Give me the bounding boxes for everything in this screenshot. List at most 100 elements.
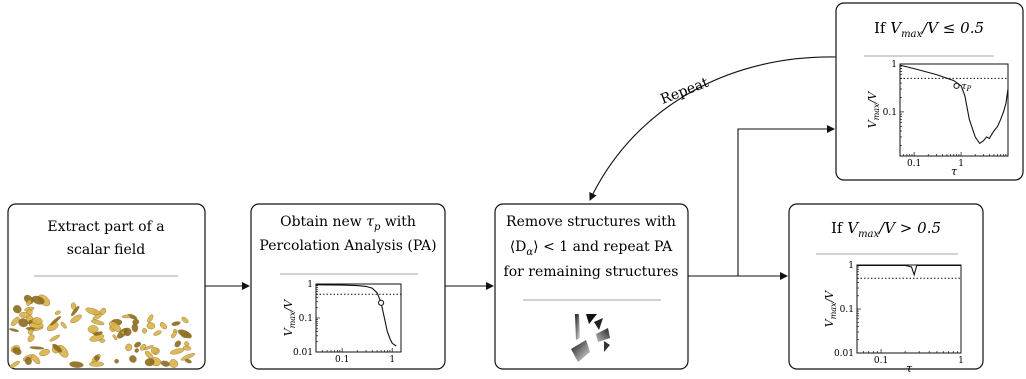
isosurface-blob bbox=[146, 322, 156, 330]
y-axis-label-sub: max bbox=[872, 103, 881, 120]
y-axis-label: Vmax/V bbox=[823, 290, 838, 328]
y-tick-label: 1 bbox=[848, 261, 854, 271]
isosurface-blob bbox=[30, 354, 41, 365]
isosurface-blob bbox=[70, 314, 82, 324]
isosurface-blob bbox=[123, 327, 132, 337]
isosurface-blob bbox=[181, 316, 189, 324]
y-axis-label-sub: max bbox=[829, 302, 838, 319]
y-axis-label-V: V bbox=[282, 327, 295, 336]
tau-p-sym: τ bbox=[962, 82, 968, 92]
isosurface-blob bbox=[147, 314, 154, 323]
isosurface-blob bbox=[169, 359, 178, 368]
isosurface-blob bbox=[169, 348, 185, 355]
box4-title: If Vmax/V ≤ 0.5 bbox=[874, 19, 984, 40]
box-extract-field: Extract part of a scalar field bbox=[7, 203, 206, 370]
isosurface-blob bbox=[129, 355, 137, 363]
structure-fragments-icon bbox=[571, 314, 610, 362]
series-line bbox=[315, 284, 397, 347]
isosurface-blob bbox=[54, 310, 61, 315]
isosurface-blob bbox=[171, 331, 177, 339]
isosurface-blob bbox=[153, 330, 162, 336]
isosurface-blob bbox=[87, 325, 99, 334]
isosurface-blob bbox=[171, 321, 181, 326]
isosurface-blob bbox=[32, 317, 43, 325]
x-tick-label: 1 bbox=[958, 159, 964, 169]
isosurface-blob bbox=[174, 340, 181, 348]
y-tick-label: 0.01 bbox=[834, 349, 854, 359]
isosurface-blob bbox=[11, 316, 20, 326]
box1-line2: scalar field bbox=[67, 242, 145, 258]
isosurface-blob bbox=[150, 347, 158, 354]
x-axis-label: τ bbox=[906, 362, 913, 375]
box3-line3: for remaining structures bbox=[504, 264, 679, 280]
isosurface-blob bbox=[71, 305, 80, 317]
box2-line2: Percolation Analysis (PA) bbox=[259, 238, 436, 254]
isosurface-blob bbox=[114, 358, 119, 364]
tau-p-sub: P bbox=[966, 85, 972, 93]
isosurface-blob bbox=[144, 358, 155, 367]
isosurface-blob bbox=[88, 361, 104, 367]
isosurface-blob bbox=[142, 327, 147, 334]
series-line bbox=[899, 64, 1009, 145]
y-tick-label: 1 bbox=[891, 60, 897, 70]
isosurface-blob bbox=[31, 295, 45, 305]
isosurface-blob bbox=[134, 341, 142, 348]
isosurface-blob bbox=[134, 348, 139, 353]
x-tick-label: 0.1 bbox=[335, 355, 349, 365]
x-tick-label: 1 bbox=[958, 356, 964, 366]
isosurface-blob bbox=[180, 353, 196, 361]
y-tick-label: 0.1 bbox=[883, 108, 897, 118]
box-remove-structures: Remove structures with ⟨Dα⟩ < 1 and repe… bbox=[494, 203, 689, 370]
x-tick-label: 0.1 bbox=[907, 159, 921, 169]
arrow-repeat-loop bbox=[589, 56, 837, 201]
isosurface-blob bbox=[26, 299, 32, 306]
isosurface-blob bbox=[60, 321, 67, 329]
isosurface-blob bbox=[28, 328, 34, 335]
isosurface-blob bbox=[13, 305, 22, 314]
isosurface-blob bbox=[184, 358, 192, 364]
box3-line2: ⟨Dα⟩ < 1 and repeat PA bbox=[510, 239, 673, 258]
isosurface-blob bbox=[94, 331, 103, 336]
arrow-branch-box4 bbox=[737, 125, 835, 276]
series-line bbox=[857, 264, 961, 277]
isosurface-blob bbox=[109, 321, 122, 332]
y-axis-label: Vmax/V bbox=[282, 299, 297, 337]
isosurface-blob bbox=[140, 343, 147, 351]
y-tick-label: 0.01 bbox=[293, 348, 313, 358]
x-tick-label: 1 bbox=[389, 355, 395, 365]
y-tick-label: 1 bbox=[307, 280, 313, 290]
isosurface-blob bbox=[125, 343, 133, 352]
y-axis-label-post: /V bbox=[282, 299, 295, 313]
isosurface-blob bbox=[12, 347, 22, 356]
y-axis-label: Vmax/V bbox=[866, 91, 881, 129]
repeat-label: Repeat bbox=[658, 75, 711, 108]
box2-line1: Obtain new τp with bbox=[280, 214, 416, 233]
tau-p-marker bbox=[953, 82, 960, 89]
x-tick-label: 0.1 bbox=[874, 356, 888, 366]
isosurface-blob bbox=[182, 345, 192, 351]
y-axis-label-V: V bbox=[866, 119, 879, 128]
isosurface-blob bbox=[24, 356, 32, 366]
isosurface-blob bbox=[94, 355, 100, 362]
y-axis-label-sub: max bbox=[288, 311, 297, 328]
isosurface-blob bbox=[50, 316, 61, 326]
isosurface-blob bbox=[39, 349, 50, 357]
isosurface-blob bbox=[177, 329, 192, 339]
isosurface-blob bbox=[18, 318, 29, 328]
isosurface-blob bbox=[69, 361, 84, 368]
y-axis-label-V: V bbox=[823, 318, 836, 327]
box-percolation-analysis: Obtain new τp with Percolation Analysis … bbox=[250, 203, 446, 370]
isosurface-blob bbox=[29, 346, 45, 350]
isosurface-blob bbox=[70, 302, 77, 310]
isosurface-blob bbox=[112, 334, 118, 341]
isosurface-blob bbox=[121, 314, 131, 319]
isosurface-blob bbox=[159, 322, 167, 330]
isosurface-blob bbox=[184, 341, 190, 347]
isosurface-blob bbox=[49, 334, 61, 342]
